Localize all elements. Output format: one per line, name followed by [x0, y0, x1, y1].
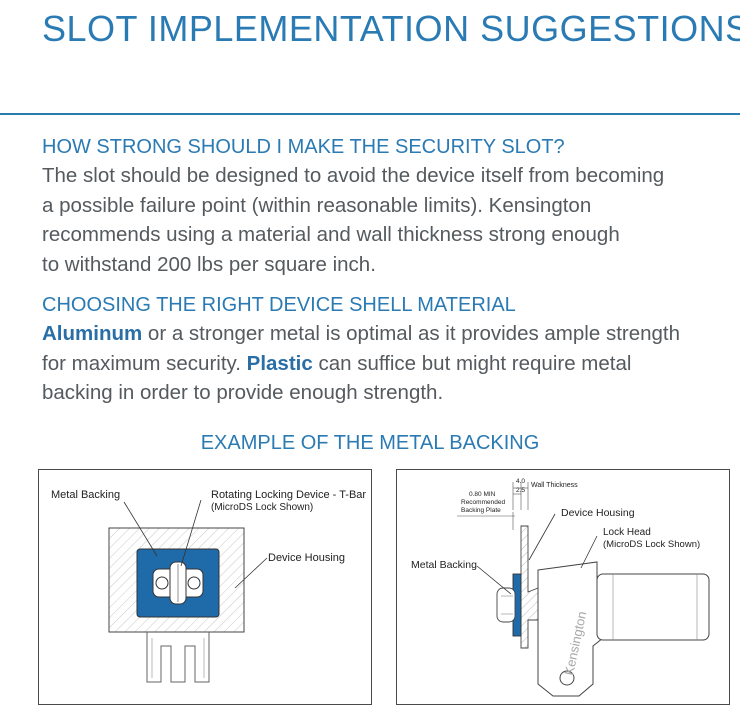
recommended-label: Recommended	[461, 499, 505, 506]
body-line: to withstand 200 lbs per square inch.	[42, 252, 376, 276]
section-slot-strength: HOW STRONG SHOULD I MAKE THE SECURITY SL…	[42, 133, 732, 279]
housing-legs	[146, 632, 210, 683]
rotating-device-sublabel: (MicroDS Lock Shown)	[211, 502, 313, 513]
body-line: The slot should be designed to avoid the…	[42, 164, 665, 187]
body-text: or a stronger metal is optimal as it pro…	[142, 322, 681, 345]
lock-head-body	[537, 561, 604, 697]
body-line: recommends using a material and wall thi…	[42, 223, 620, 246]
lock-head-label: Lock Head	[603, 527, 651, 538]
aluminum-highlight: Aluminum	[42, 322, 143, 345]
front-view-drawing: Metal Backing Rotating Locking Device - …	[51, 489, 366, 683]
diagram-side-view: 4.0 2.5 Wall Thickness 0.80 MIN Recommen…	[396, 469, 730, 705]
device-housing-wall	[520, 525, 539, 649]
plastic-highlight: Plastic	[246, 351, 313, 375]
dimension-4-0: 4.0	[516, 478, 525, 485]
body-text: for maximum security.	[42, 351, 247, 375]
metal-backing-label: Metal Backing	[51, 489, 120, 501]
body-text: can suffice but might require metal	[312, 351, 632, 375]
backing-plate-label: Backing Plate	[461, 507, 501, 514]
title-divider	[0, 113, 740, 115]
device-housing-label-right: Device Housing	[561, 507, 635, 519]
lock-head-sublabel: (MicroDS Lock Shown)	[603, 539, 700, 550]
body-line: for maximum security. Plastic can suffic…	[42, 349, 732, 379]
t-bar-side	[496, 587, 516, 623]
metal-backing-label-right: Metal Backing	[411, 559, 477, 571]
min-label: 0.80 MIN	[469, 491, 496, 498]
lock-barrel	[596, 573, 710, 641]
body-line: a possible failure point (within reasona…	[42, 193, 592, 217]
rotating-device-label: Rotating Locking Device - T-Bar	[211, 489, 366, 501]
diagram-front-view: Metal Backing Rotating Locking Device - …	[38, 469, 372, 705]
section-heading: HOW STRONG SHOULD I MAKE THE SECURITY SL…	[42, 136, 565, 158]
section-shell-material: CHOOSING THE RIGHT DEVICE SHELL MATERIAL…	[42, 291, 732, 408]
example-heading: EXAMPLE OF THE METAL BACKING	[200, 432, 540, 454]
wall-thickness-label: Wall Thickness	[531, 482, 578, 489]
page-title: SLOT IMPLEMENTATION SUGGESTIONS	[42, 8, 740, 49]
cable-hole	[559, 670, 575, 686]
device-housing-label: Device Housing	[268, 552, 345, 564]
body-line: backing in order to provide enough stren…	[42, 381, 444, 404]
body-line: Aluminum or a stronger metal is optimal …	[42, 319, 732, 349]
side-view-drawing: 4.0 2.5 Wall Thickness 0.80 MIN Recommen…	[411, 478, 710, 697]
dimension-2-5: 2.5	[516, 487, 525, 494]
section-heading: CHOOSING THE RIGHT DEVICE SHELL MATERIAL	[42, 294, 516, 316]
